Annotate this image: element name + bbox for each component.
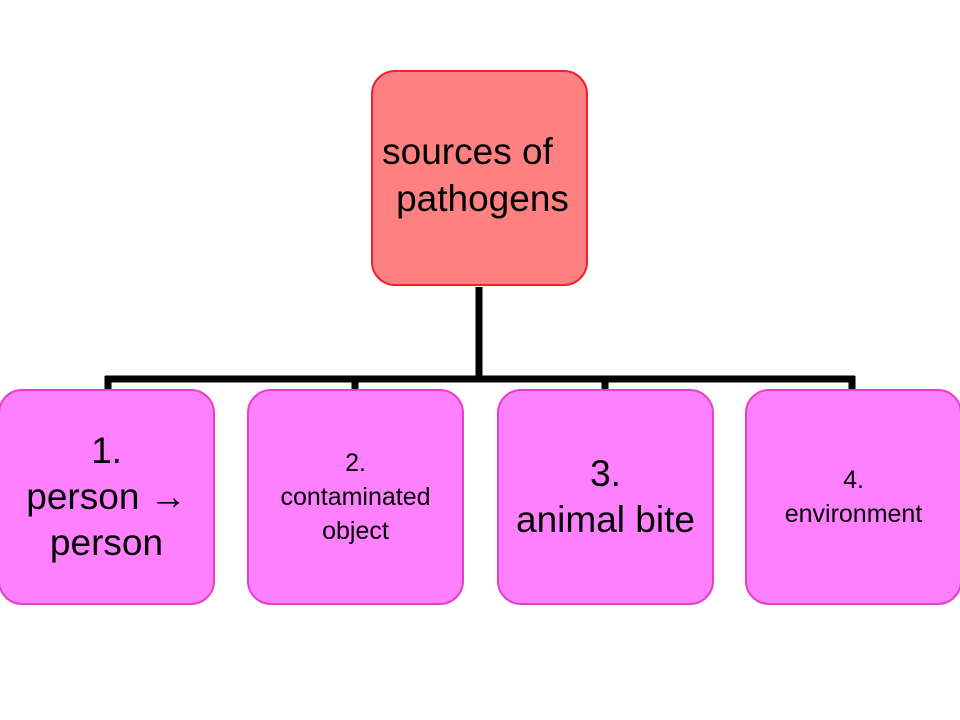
root-node: sources of pathogens bbox=[371, 70, 588, 286]
child-node-person-to-person: 1. person → person bbox=[0, 389, 215, 605]
child-node-contaminated-object: 2. contaminated object bbox=[247, 389, 464, 605]
root-label: sources of pathogens bbox=[382, 128, 569, 222]
child-label: 3. animal bite bbox=[516, 453, 695, 540]
root-label-line-1: sources of bbox=[382, 131, 553, 172]
child-node-environment: 4. environment bbox=[745, 389, 960, 605]
root-label-line-2: pathogens bbox=[396, 178, 569, 219]
child-label: 1. person → person bbox=[26, 430, 187, 563]
child-label: 2. contaminated object bbox=[280, 449, 431, 545]
child-node-animal-bite: 3. animal bite bbox=[497, 389, 714, 605]
child-label: 4. environment bbox=[784, 466, 923, 528]
